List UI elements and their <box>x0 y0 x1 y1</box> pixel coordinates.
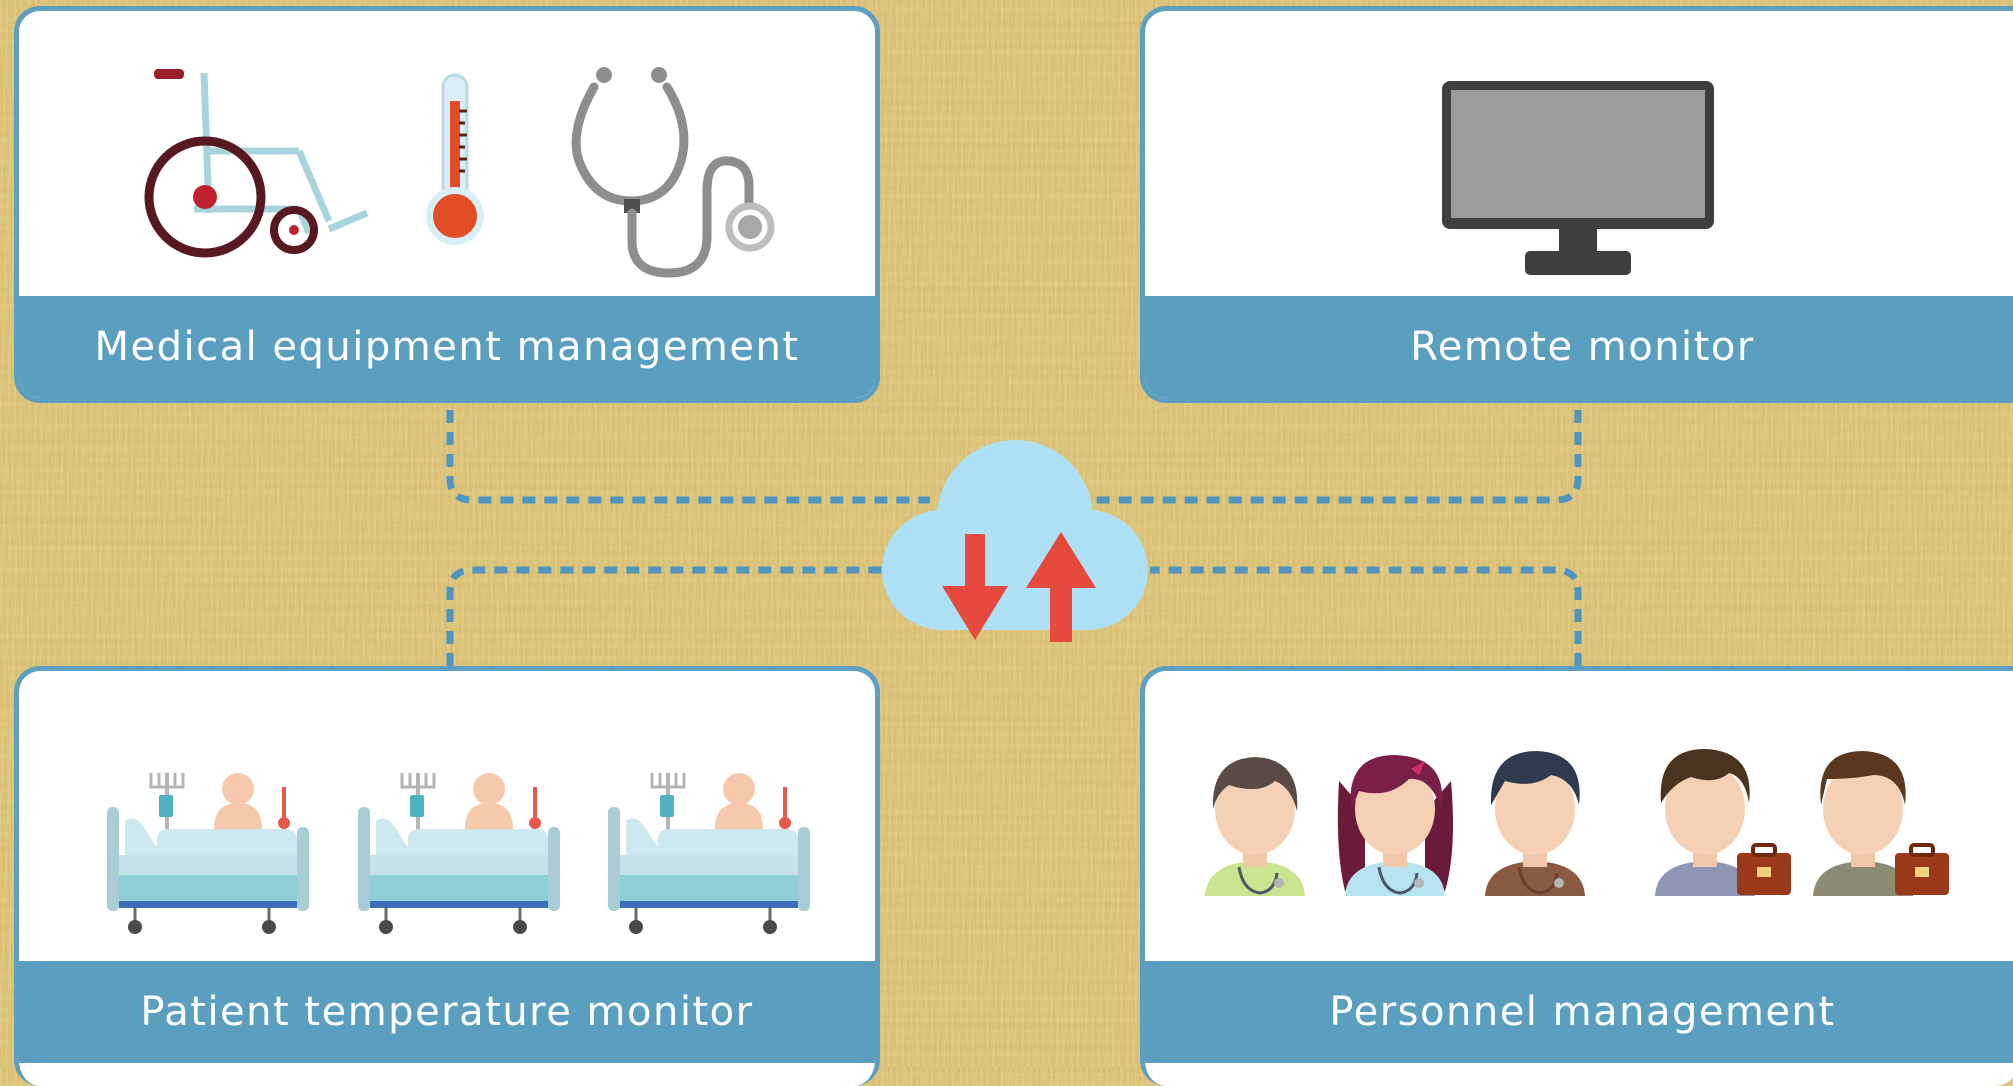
remote-monitor-panel: Remote monitor <box>1140 6 2013 403</box>
remote-monitor-label: Remote monitor <box>1145 296 2013 398</box>
thermometer-icon <box>426 73 484 245</box>
patient-temperature-panel: Patient temperature monitor <box>14 666 880 1086</box>
connector-top-right <box>1090 410 1582 504</box>
doctor-avatar-icon <box>1485 751 1585 896</box>
personnel-panel: Personnel management <box>1140 666 2013 1086</box>
hospital-bed-icon <box>356 771 562 936</box>
stethoscope-icon <box>571 67 775 278</box>
connector-bottom-right <box>1150 566 1582 666</box>
connector-top-left <box>446 410 930 504</box>
nurse-avatar-icon <box>1337 755 1453 896</box>
cloud-hub <box>882 440 1148 642</box>
connector-bottom-left <box>446 566 885 666</box>
patient-temperature-illustration <box>19 671 875 963</box>
remote-monitor-illustration <box>1145 11 2013 301</box>
medical-equipment-illustration <box>19 11 875 301</box>
monitor-icon <box>1442 81 1714 275</box>
staff-avatar-icon <box>1655 749 1791 896</box>
medical-equipment-label: Medical equipment management <box>19 296 875 398</box>
patient-temperature-label: Patient temperature monitor <box>19 961 875 1063</box>
wheelchair-icon <box>144 69 369 258</box>
personnel-label: Personnel management <box>1145 961 2013 1063</box>
doctor-avatar-icon <box>1205 757 1305 896</box>
medical-equipment-panel: Medical equipment management <box>14 6 880 403</box>
staff-avatar-icon <box>1813 751 1949 896</box>
personnel-illustration <box>1145 671 2013 963</box>
cloud-icon <box>882 440 1148 630</box>
hospital-bed-icon <box>105 771 311 936</box>
hospital-bed-icon <box>606 771 812 936</box>
up-arrow-icon <box>1026 532 1096 642</box>
down-arrow-icon <box>942 534 1008 640</box>
